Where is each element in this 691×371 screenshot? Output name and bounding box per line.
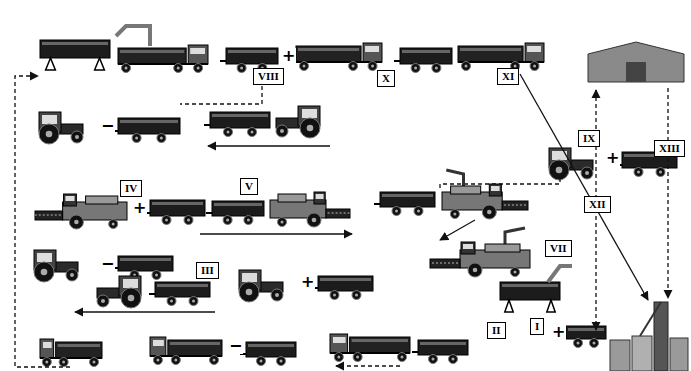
grain-hopper (500, 282, 560, 312)
trailer-icon (206, 201, 264, 225)
flow-arrow (440, 220, 475, 240)
trailer-icon (312, 276, 373, 300)
warehouse-door (626, 62, 646, 82)
combine-icon (35, 194, 127, 229)
step-number: XII (589, 198, 606, 210)
operation-sign: − (100, 256, 115, 272)
step-number-box: X (377, 70, 395, 87)
tractor-icon (97, 276, 141, 308)
trailer-icon (560, 326, 606, 348)
step-number: V (245, 180, 253, 192)
trailer-icon (144, 200, 205, 225)
loader-pipe (116, 26, 150, 46)
flow-path (15, 76, 70, 367)
step-number-box: I (530, 318, 544, 335)
step-number: VIII (258, 70, 279, 82)
step-number-box: VII (545, 240, 572, 257)
grain-elevator (610, 302, 688, 371)
tractor-icon (34, 250, 78, 282)
step-number: VII (550, 242, 567, 254)
tractor-icon (239, 270, 283, 302)
trailer-icon (240, 342, 296, 366)
truck-icon (118, 45, 208, 73)
combine-icon (270, 192, 350, 227)
operation-sign: + (132, 200, 147, 216)
step-number: II (492, 324, 501, 336)
unloading-auger (505, 228, 525, 246)
flow-arrow (336, 365, 400, 366)
truck-icon (296, 43, 382, 71)
flow-arrow (75, 311, 215, 312)
flow-arrow (667, 88, 668, 298)
truck-icon (150, 337, 222, 365)
flow-arrow (208, 145, 330, 146)
flow-path (180, 86, 262, 104)
step-number-box: V (240, 178, 258, 195)
step-number: XIII (659, 142, 680, 154)
operation-sign: + (551, 324, 566, 340)
unloading-auger (446, 170, 463, 188)
trailer-icon (394, 48, 452, 73)
flow-arrow (200, 233, 352, 234)
step-number: III (201, 264, 214, 276)
trailer-icon (374, 192, 435, 216)
operation-sign: − (228, 338, 243, 354)
truck-icon (458, 43, 544, 71)
step-number: X (382, 72, 390, 84)
warehouse (588, 42, 684, 82)
tractor-icon (39, 112, 83, 144)
step-number-box: II (487, 322, 506, 339)
trailer-icon (149, 282, 210, 306)
loader-pipe (548, 266, 572, 282)
step-number-box: IV (120, 180, 142, 197)
step-number: XI (502, 70, 514, 82)
combine-icon (430, 242, 530, 277)
step-number-box: XI (497, 68, 519, 85)
operation-sign: − (100, 118, 115, 134)
step-number: IV (125, 182, 137, 194)
operation-sign: + (605, 150, 620, 166)
operation-sign: + (281, 48, 296, 64)
combine-icon (442, 184, 528, 219)
operation-sign: + (300, 274, 315, 290)
tractor-icon (276, 106, 320, 138)
step-number: IX (583, 132, 595, 144)
trailer-icon (204, 112, 270, 137)
truck-icon (330, 334, 410, 362)
step-number-box: XII (584, 196, 611, 213)
step-number-box: III (196, 262, 219, 279)
step-number-box: IX (578, 130, 600, 147)
step-number-box: XIII (654, 140, 685, 157)
grain-hopper (40, 40, 110, 70)
flow-arrow (520, 74, 648, 300)
trailer-icon (112, 118, 180, 143)
step-number-box: VIII (253, 68, 284, 85)
truck-icon (40, 339, 102, 367)
step-number: I (535, 320, 539, 332)
trailer-icon (412, 340, 468, 364)
